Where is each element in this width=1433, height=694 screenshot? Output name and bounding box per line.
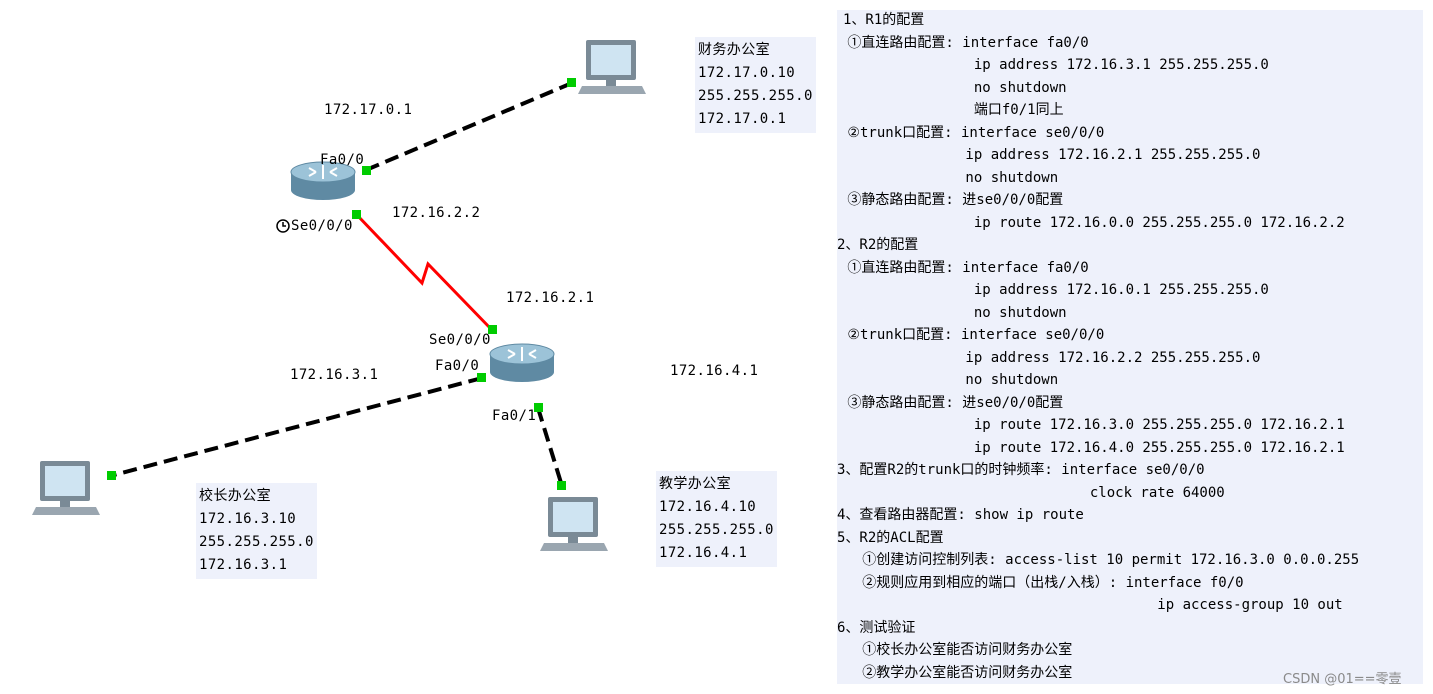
- r2-fa1-port-label: Fa0/1: [492, 408, 537, 424]
- finance-office-info: 财务办公室 172.17.0.10 255.255.255.0 172.17.0…: [695, 37, 816, 133]
- config-line: ip route 172.16.0.0 255.255.255.0 172.16…: [839, 215, 1345, 231]
- office-name: 教学办公室: [659, 476, 731, 492]
- pc-teaching-icon[interactable]: [540, 497, 608, 551]
- config-line: ip address 172.16.0.1 255.255.255.0: [839, 282, 1269, 298]
- link-light: [352, 210, 361, 219]
- config-line: 1、R1的配置: [843, 12, 925, 28]
- office-mask: 255.255.255.0: [698, 88, 813, 104]
- office-gateway: 172.17.0.1: [698, 111, 787, 127]
- office-name: 校长办公室: [199, 488, 271, 504]
- config-line: no shutdown: [839, 80, 1067, 96]
- r1-fa-port-label: Fa0/0: [320, 152, 365, 168]
- office-ip: 172.17.0.10: [698, 65, 796, 81]
- config-line: no shutdown: [839, 170, 1059, 186]
- office-gateway: 172.16.4.1: [659, 545, 748, 561]
- config-line: ip address 172.16.3.1 255.255.255.0: [839, 57, 1269, 73]
- config-line: ③静态路由配置: 进se0/0/0配置: [839, 192, 1064, 208]
- office-ip: 172.16.3.10: [199, 511, 297, 527]
- link-light: [477, 373, 486, 382]
- config-line: 端口f0/1同上: [839, 102, 1064, 118]
- r2-se-ip-label: 172.16.2.1: [506, 290, 595, 306]
- topology-links: [32, 40, 646, 551]
- config-instructions-panel: 1、R1的配置 ①直连路由配置: interface fa0/0 ip addr…: [837, 10, 1423, 684]
- teaching-office-info: 教学办公室 172.16.4.10 255.255.255.0 172.16.4…: [656, 471, 777, 567]
- pc-finance-icon[interactable]: [578, 40, 646, 94]
- link-r1-finance: [365, 81, 573, 172]
- r2-fa1-ip-label: 172.16.4.1: [670, 363, 759, 379]
- office-name: 财务办公室: [698, 42, 770, 58]
- link-serial-r1-r2: [355, 213, 494, 332]
- link-r2-principal: [109, 376, 483, 478]
- config-line: ②trunk口配置: interface se0/0/0: [839, 125, 1105, 141]
- config-line: ②规则应用到相应的端口（出栈/入栈）: interface f0/0: [837, 575, 1244, 591]
- link-light: [362, 166, 371, 175]
- config-line: ip route 172.16.4.0 255.255.255.0 172.16…: [839, 440, 1345, 456]
- r2-fa0-ip-label: 172.16.3.1: [290, 367, 379, 383]
- config-line: ip route 172.16.3.0 255.255.255.0 172.16…: [839, 417, 1345, 433]
- r1-se-ip-label: 172.16.2.2: [392, 205, 481, 221]
- config-line: ip address 172.16.2.1 255.255.255.0: [839, 147, 1261, 163]
- config-line: ③静态路由配置: 进se0/0/0配置: [839, 395, 1064, 411]
- config-line: ①直连路由配置: interface fa0/0: [839, 35, 1089, 51]
- config-line: ②教学办公室能否访问财务办公室: [837, 665, 1073, 681]
- r2-fa0-port-label: Fa0/0: [435, 358, 480, 374]
- office-mask: 255.255.255.0: [659, 522, 774, 538]
- config-line: ①直连路由配置: interface fa0/0: [839, 260, 1089, 276]
- link-r2-teaching: [536, 407, 564, 487]
- link-light: [488, 325, 497, 334]
- principal-office-info: 校长办公室 172.16.3.10 255.255.255.0 172.16.3…: [196, 483, 317, 579]
- pc-principal-icon[interactable]: [32, 461, 100, 515]
- link-light: [567, 78, 576, 87]
- config-line: ②trunk口配置: interface se0/0/0: [839, 327, 1105, 343]
- config-line: ip access-group 10 out: [837, 597, 1343, 613]
- office-mask: 255.255.255.0: [199, 534, 314, 550]
- config-line: no shutdown: [839, 372, 1059, 388]
- clock-icon: [276, 219, 290, 233]
- r1-se-port-label: Se0/0/0: [291, 218, 353, 234]
- config-line: ①校长办公室能否访问财务办公室: [837, 642, 1073, 658]
- config-line: 4、查看路由器配置: show ip route: [837, 507, 1084, 523]
- link-light: [107, 471, 116, 480]
- link-light: [534, 403, 543, 412]
- router-r2-icon[interactable]: [489, 343, 555, 382]
- link-light: [557, 481, 566, 490]
- router-r1-icon[interactable]: [290, 161, 356, 200]
- config-line: 3、配置R2的trunk口的时钟频率: interface se0/0/0: [837, 462, 1205, 478]
- config-line: 5、R2的ACL配置: [837, 530, 944, 546]
- config-line: 6、测试验证: [837, 620, 916, 636]
- office-gateway: 172.16.3.1: [199, 557, 288, 573]
- config-line: no shutdown: [839, 305, 1067, 321]
- network-topology-diagram: 172.17.0.1 Fa0/0 Se0/0/0 172.16.2.2 172.…: [32, 37, 816, 579]
- r1-fa-ip-label: 172.17.0.1: [324, 102, 413, 118]
- config-line: 2、R2的配置: [837, 237, 919, 253]
- config-line: ip address 172.16.2.2 255.255.255.0: [839, 350, 1261, 366]
- config-line: ①创建访问控制列表: access-list 10 permit 172.16.…: [837, 552, 1360, 568]
- r2-se-port-label: Se0/0/0: [429, 332, 491, 348]
- config-line: clock rate 64000: [837, 485, 1225, 501]
- office-ip: 172.16.4.10: [659, 499, 757, 515]
- csdn-watermark: CSDN @01==零壹: [1283, 672, 1402, 687]
